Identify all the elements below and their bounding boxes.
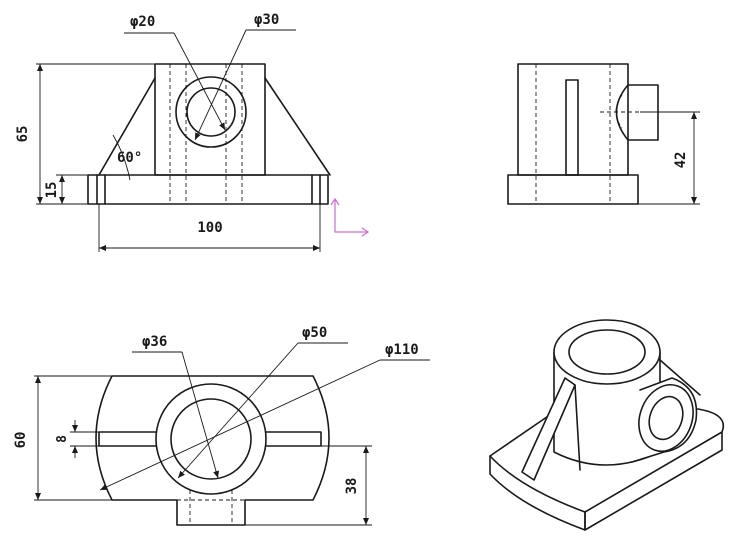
iso-base-front: [489, 455, 586, 531]
top-dim-8: 8: [55, 435, 70, 443]
side-view: 42: [507, 63, 700, 205]
front-boss-inner-circle: [186, 87, 236, 137]
front-dim-60deg: 60°: [117, 150, 142, 166]
front-boss-outer-circle: [175, 76, 247, 148]
top-boss-inner-circle: [170, 398, 252, 480]
top-view: 60 8 38 φ36 φ50 φ110: [13, 325, 430, 526]
front-left-rib: [98, 77, 156, 176]
front-base-plate: [87, 174, 329, 205]
side-boss: [615, 84, 659, 141]
axis-indicator-icon: [334, 200, 368, 233]
top-dim-phi50: φ50: [302, 325, 327, 341]
front-dim-phi30: φ30: [254, 12, 279, 28]
front-dim-65: 65: [15, 126, 31, 143]
side-base: [507, 174, 639, 205]
top-boss-outer-circle: [155, 383, 267, 495]
side-rib: [565, 79, 579, 176]
front-view: 60° 65 15 100: [15, 29, 370, 252]
isometric-view: [489, 319, 725, 531]
top-dim-60: 60: [13, 432, 29, 449]
front-dim-phi20: φ20: [130, 14, 155, 30]
iso-side-boss-inner: [648, 395, 684, 441]
front-upright-block: [154, 63, 266, 176]
side-dim-42: 42: [673, 152, 689, 169]
iso-cylinder-top-inner: [568, 329, 646, 375]
iso-rib: [521, 377, 576, 481]
top-dim-phi110: φ110: [385, 342, 419, 358]
front-dim-100: 100: [197, 220, 222, 236]
top-dim-38: 38: [344, 478, 360, 495]
top-dim-phi36: φ36: [142, 334, 167, 350]
front-right-rib: [264, 77, 331, 176]
front-dim-15: 15: [44, 182, 60, 199]
